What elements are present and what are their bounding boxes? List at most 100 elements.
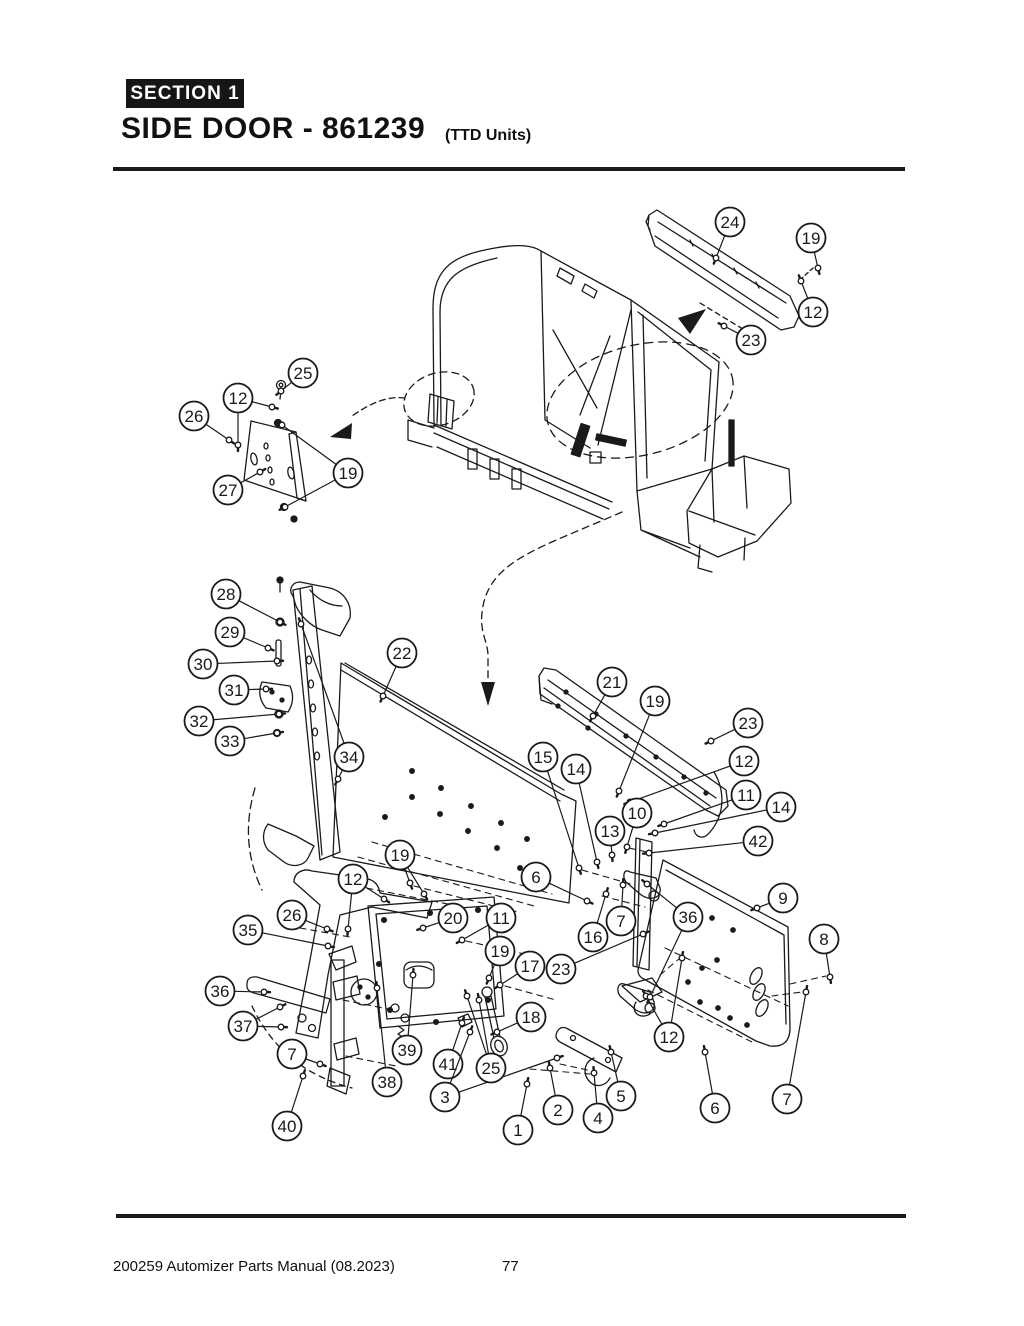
callout-30: 30 [189, 650, 283, 679]
callouts-layer: 2419122325122627192829303132333422211923… [180, 208, 839, 1145]
fastener-icon [590, 713, 596, 719]
leader-line [467, 996, 486, 1054]
footer-manual-title: 200259 Automizer Parts Manual (08.2023) [113, 1258, 395, 1275]
leader-line [671, 958, 682, 1023]
door-panel-9 [638, 860, 790, 1046]
callout-number: 19 [802, 229, 821, 248]
callout-23: 23 [719, 323, 766, 354]
callout-number: 30 [194, 655, 213, 674]
leader-line [630, 766, 730, 802]
fastener-icon [702, 1049, 708, 1055]
callout-number: 5 [616, 1087, 625, 1106]
fastener-icon [345, 926, 351, 932]
callout-number: 11 [737, 786, 755, 805]
callout-number: 42 [749, 832, 768, 851]
callout-number: 38 [378, 1073, 397, 1092]
callout-39: 39 [393, 969, 422, 1064]
callout-28: 28 [212, 580, 286, 625]
callout-number: 41 [439, 1055, 458, 1074]
callout-number: 9 [778, 889, 787, 908]
callout-number: 26 [185, 407, 204, 426]
fastener-icon [640, 931, 646, 937]
leader-line [497, 1023, 518, 1032]
fastener-icon [620, 882, 626, 888]
section-tag: SECTION 1 [126, 79, 244, 108]
fastener-icon [421, 891, 427, 897]
callout-number: 6 [531, 868, 540, 887]
fastener-icon [721, 323, 727, 329]
callout-circle [477, 1054, 506, 1083]
fastener-icon [381, 896, 387, 902]
fastener-icon [708, 738, 714, 744]
callout-12: 12 [643, 952, 685, 1051]
footer-rule [116, 1214, 906, 1218]
callout-17: 17 [495, 952, 545, 989]
callout-29: 29 [216, 618, 274, 651]
fastener-icon [815, 265, 821, 271]
callout-number: 4 [593, 1109, 602, 1128]
callout-number: 13 [601, 822, 620, 841]
callout-circle [769, 884, 798, 913]
callout-circle [584, 1104, 613, 1133]
leader-line [408, 867, 424, 894]
callout-14: 14 [649, 793, 795, 836]
callout-circle [229, 1012, 258, 1041]
callout-35: 35 [234, 916, 334, 949]
callout-number: 11 [492, 909, 510, 928]
leader-line [664, 800, 732, 824]
callout-number: 6 [710, 1099, 719, 1118]
leader-line [462, 925, 488, 940]
callout-number: 12 [735, 752, 754, 771]
callout-number: 14 [567, 760, 586, 779]
leader-line [262, 933, 328, 946]
fastener-icon [459, 937, 465, 943]
callout-36: 36 [206, 977, 270, 1006]
callout-16: 16 [579, 888, 609, 951]
leader-line [574, 934, 643, 963]
fastener-icon [616, 788, 622, 794]
fastener-icon [324, 926, 330, 932]
callout-circle [773, 1085, 802, 1114]
callout-circle [289, 359, 318, 388]
fastener-icon [467, 1029, 473, 1035]
callout-19: 19 [616, 687, 669, 797]
fastener-icon [261, 989, 267, 995]
leader-line [650, 930, 682, 997]
callout-circle [674, 903, 703, 932]
fastener-icon [410, 972, 416, 978]
callout-9: 9 [751, 884, 797, 913]
leader-line [647, 884, 677, 908]
leader-line [453, 1023, 462, 1050]
top-strip-part [646, 210, 799, 330]
callout-circle [216, 618, 245, 647]
callout-circle [516, 952, 545, 981]
hinge-rod-38 [327, 946, 409, 1094]
callout-circle [180, 402, 209, 431]
leader-line [619, 714, 650, 791]
callout-5: 5 [607, 1046, 636, 1110]
callout-circle [522, 863, 551, 892]
callout-number: 10 [628, 804, 647, 823]
callout-21: 21 [590, 668, 626, 722]
fastener-icon [265, 645, 271, 651]
callout-circle [486, 937, 515, 966]
callout-number: 29 [221, 623, 240, 642]
callout-number: 39 [398, 1041, 417, 1060]
callout-circle [737, 326, 766, 355]
leader-line [239, 601, 280, 622]
arrow-left-icon [330, 423, 352, 439]
callout-4: 4 [584, 1067, 613, 1132]
leader-line [547, 771, 579, 868]
leader-line [594, 1073, 597, 1104]
callout-number: 37 [234, 1017, 253, 1036]
fastener-icon [494, 1029, 500, 1035]
fastener-icon [652, 830, 658, 836]
callout-number: 16 [584, 928, 603, 947]
leader-line [790, 992, 806, 1085]
fastener-icon [524, 1081, 530, 1087]
callout-circle [334, 459, 363, 488]
callout-circle [234, 916, 263, 945]
callout-circle [598, 668, 627, 697]
